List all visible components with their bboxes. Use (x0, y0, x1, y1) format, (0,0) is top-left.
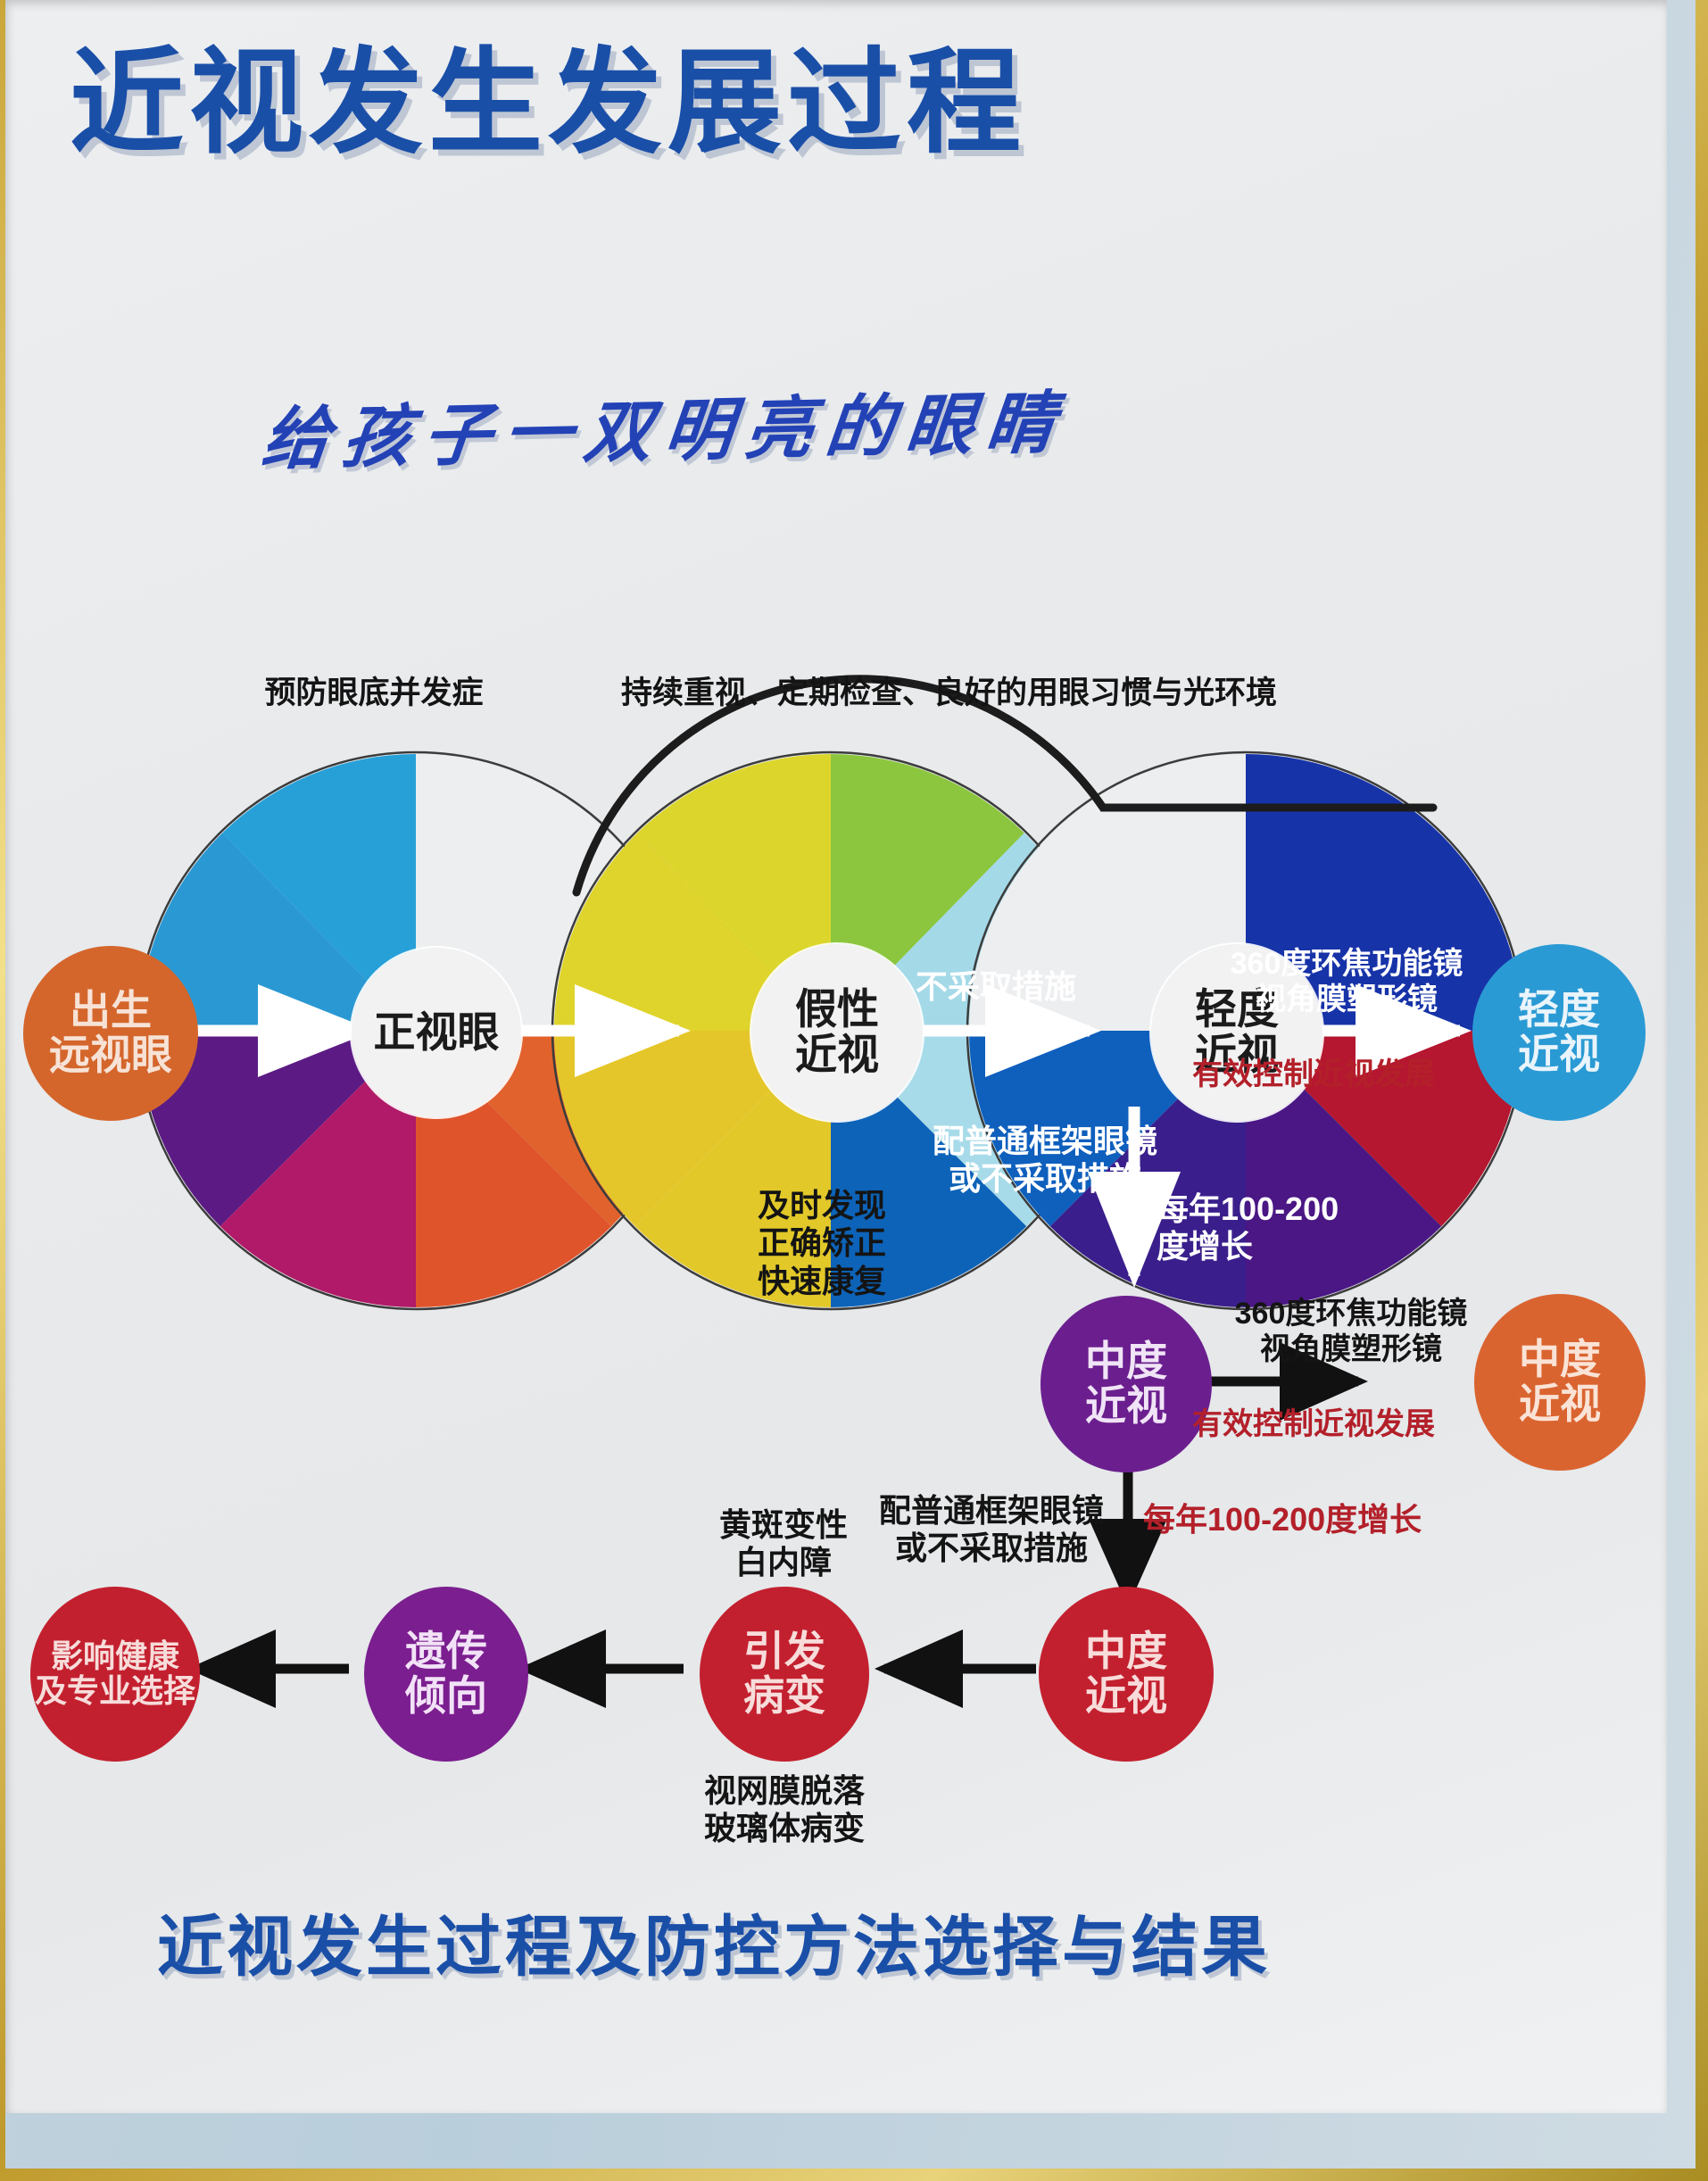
node-moderate-myopia-bottom[interactable]: 中度 近视 (1039, 1587, 1214, 1762)
node-mild-myopia-result[interactable]: 轻度 近视 (1472, 944, 1646, 1121)
top-emphasis-arc (572, 675, 1438, 897)
node-moderate-myopia-result[interactable]: 中度 近视 (1474, 1294, 1646, 1471)
node-emmetropia[interactable]: 正视眼 (352, 948, 521, 1117)
label-retinal-vitreous: 视网膜脱落 玻璃体病变 (703, 1772, 865, 1847)
label-macular-cataract: 黄斑变性 白内障 (718, 1506, 848, 1581)
node-pseudo-myopia[interactable]: 假性 近视 (751, 944, 923, 1121)
diagram-graphics (136, 675, 1526, 1708)
label-lens-method-2: 360度环焦功能镜 视角膜塑形镜 (1234, 1297, 1468, 1367)
node-moderate-myopia[interactable]: 中度 近视 (1041, 1296, 1212, 1472)
frame-mat: 近视发生发展过程 给孩子一双明亮的眼睛 (5, 0, 1696, 2169)
node-birth-hyperopia[interactable]: 出生 远视眼 (23, 946, 198, 1121)
label-control-effect-1: 有效控制近视发展 (1192, 1057, 1435, 1091)
label-continuous-attention: 持续重视、定期检查、良好的用眼习惯与光环境 (621, 676, 1278, 710)
label-early-detection-recovery: 及时发现 正确矫正 快速康复 (757, 1187, 886, 1299)
label-control-effect-2: 有效控制近视发展 (1192, 1407, 1435, 1441)
label-prevent-fundus-complications: 预防眼底并发症 (264, 676, 484, 710)
myopia-progression-diagram: 预防眼底并发症 持续重视、定期检查、良好的用眼习惯与光环境 出生 远视眼 正视眼… (5, 0, 1667, 2113)
node-health-impact[interactable]: 影响健康 及专业选择 (30, 1587, 200, 1762)
page-title: 近视发生发展过程 (70, 39, 1027, 167)
poster-board: 近视发生发展过程 给孩子一双明亮的眼睛 (5, 0, 1667, 2113)
label-glasses-or-nothing-2: 配普通框架眼镜 或不采取措施 (878, 1492, 1104, 1567)
node-mild-myopia[interactable]: 轻度 近视 (1151, 944, 1322, 1121)
label-lens-method-1: 360度环焦功能镜 视角膜塑形镜 (1230, 947, 1463, 1017)
node-lesion[interactable]: 引发 病变 (700, 1587, 869, 1762)
poster-footer-title: 近视发生过程及防控方法选择与结果 (157, 1910, 1271, 1984)
label-no-measures: 不采取措施 (916, 968, 1077, 1005)
node-genetic-tendency[interactable]: 遗传 倾向 (364, 1587, 528, 1762)
label-yearly-increase-1: 每年100-200 度增长 (1157, 1190, 1339, 1265)
label-yearly-increase-2: 每年100-200度增长 (1143, 1501, 1422, 1538)
label-glasses-or-nothing-1: 配普通框架眼镜 或不采取措施 (932, 1123, 1157, 1198)
